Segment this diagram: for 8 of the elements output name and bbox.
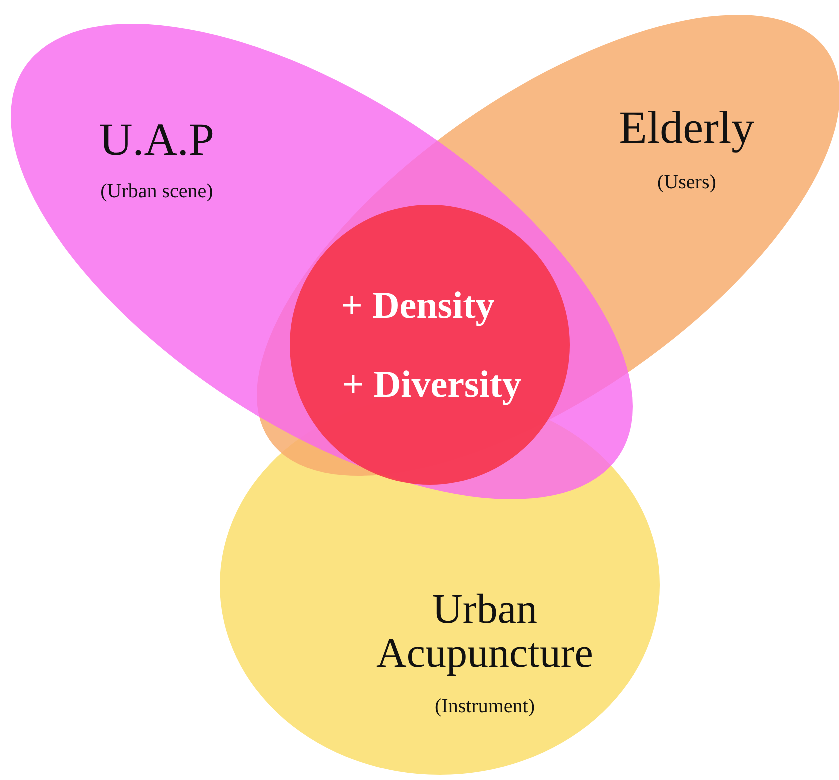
ellipse-subtitle: (Instrument) [435,696,535,718]
ellipse-title: U.A.P [99,116,214,164]
circle-text: + Density [341,287,495,327]
circle-text: + Diversity [342,366,522,406]
ellipse-subtitle: (Users) [658,172,716,194]
ellipse-title: Urban Acupuncture [376,588,594,676]
ellipse-subtitle: (Urban scene) [100,181,214,202]
ellipse-title: Elderly [619,104,755,152]
